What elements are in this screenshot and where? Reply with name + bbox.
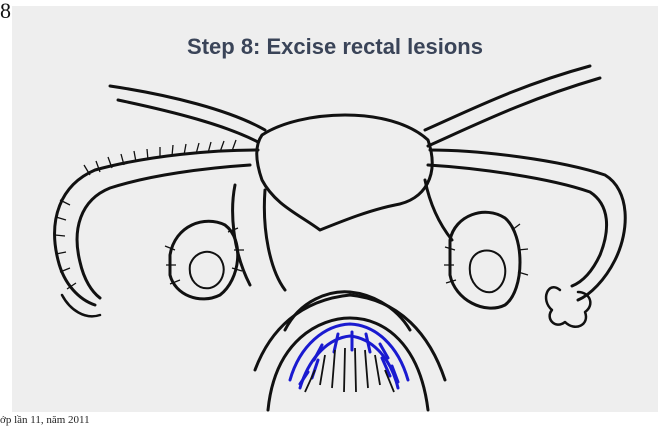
- uterus: [257, 115, 432, 230]
- left-upper-ligament: [110, 86, 265, 130]
- right-upper-ligament: [425, 66, 590, 130]
- right-ovary: [450, 212, 520, 308]
- right-fallopian-tube: [430, 150, 625, 300]
- rectum: [268, 318, 428, 410]
- right-lower-ligament: [428, 78, 600, 146]
- right-fimbriae: [546, 287, 590, 326]
- left-lower-ligament: [118, 100, 258, 142]
- footer-text: ớp lần 11, năm 2011: [0, 414, 90, 426]
